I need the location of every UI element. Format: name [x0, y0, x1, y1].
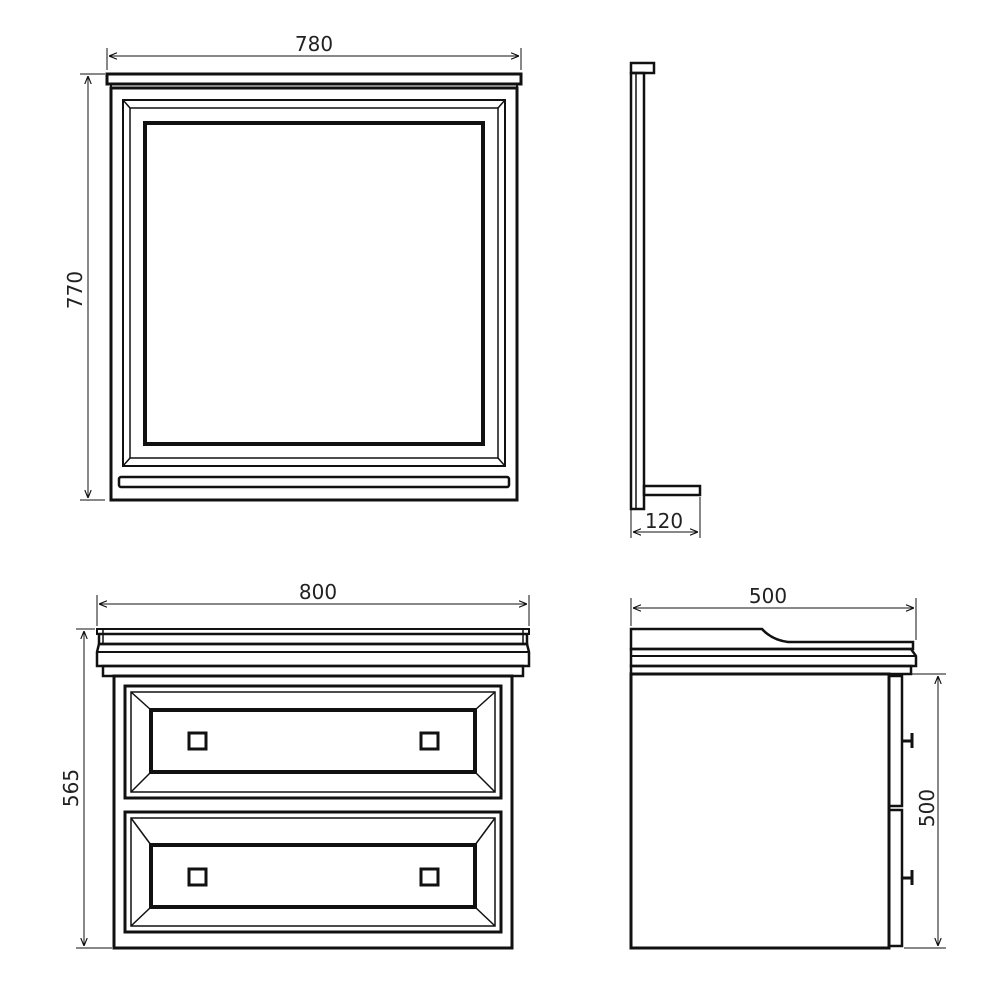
cabinet-body-height-label: 500 [915, 789, 939, 827]
mirror-front-view [105, 72, 523, 502]
cabinet-front-view [95, 628, 531, 950]
cabinet-side-view [629, 627, 918, 950]
mirror-height-dimension: 770 [63, 73, 105, 501]
drawer-knob-icon [419, 867, 440, 887]
mirror-depth-label: 120 [645, 509, 683, 533]
cabinet-width-dimension: 800 [96, 580, 530, 626]
mirror-depth-dimension: 120 [630, 497, 701, 538]
knob-side-icon [902, 870, 914, 885]
cabinet-depth-dimension: 500 [630, 584, 917, 640]
cabinet-height-dimension: 565 [59, 628, 112, 949]
drawer-bottom [123, 810, 503, 934]
cabinet-depth-label: 500 [749, 584, 787, 608]
knob-side-icon [902, 733, 914, 748]
cabinet-height-label: 565 [59, 769, 83, 807]
mirror-width-label: 780 [295, 32, 333, 56]
drawer-top [123, 684, 503, 800]
cabinet-body-height-dimension: 500 [904, 673, 946, 949]
drawer-knob-icon [187, 731, 208, 751]
drawer-knob-icon [419, 731, 440, 751]
cabinet-width-label: 800 [299, 580, 337, 604]
mirror-side-view [629, 61, 702, 511]
mirror-height-label: 770 [63, 271, 87, 309]
drawer-knob-icon [187, 867, 208, 887]
mirror-width-dimension: 780 [106, 32, 522, 70]
